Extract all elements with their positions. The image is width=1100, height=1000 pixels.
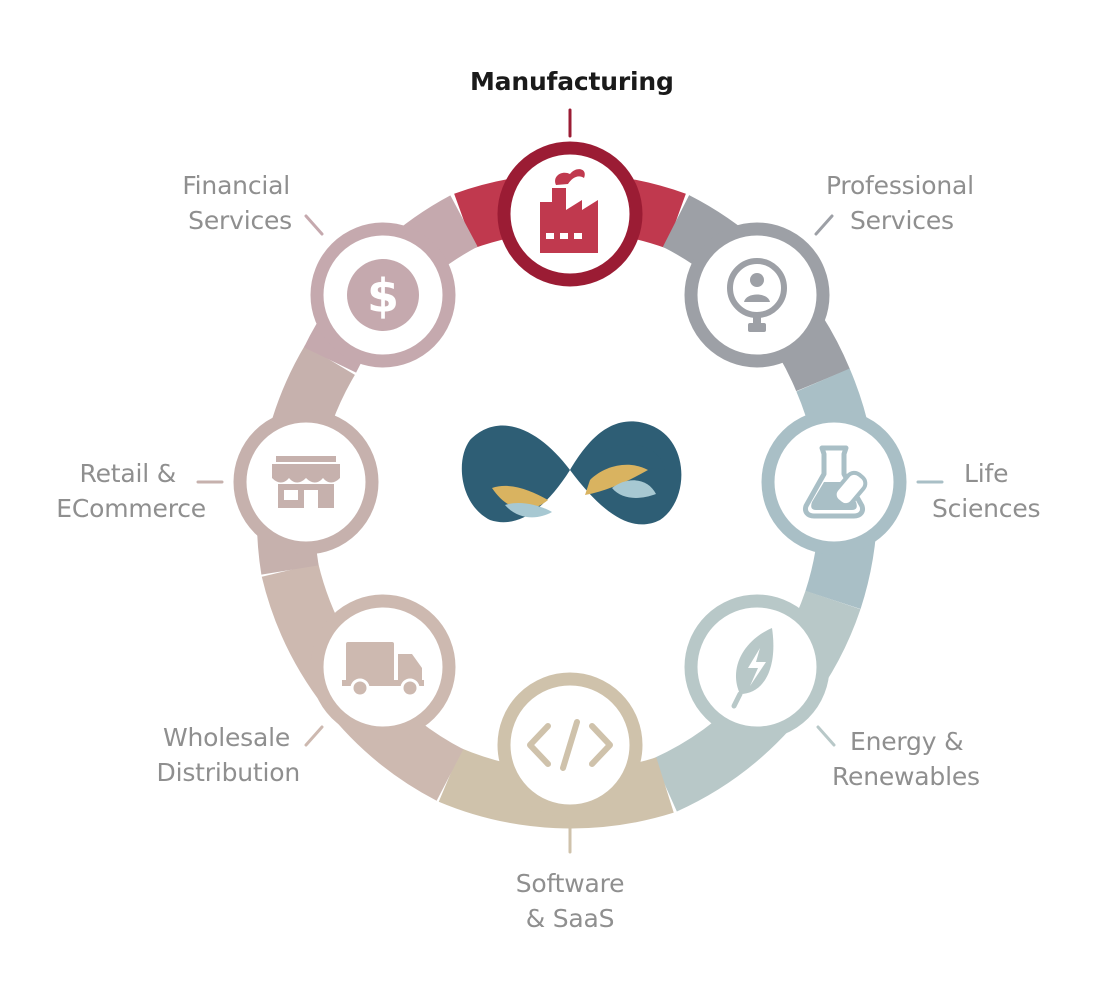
storefront-icon (272, 456, 340, 508)
code-icon (527, 719, 613, 771)
dollar-icon: $ (347, 259, 419, 331)
connector-wholesale (304, 725, 324, 747)
factory-icon (540, 169, 598, 253)
label-manufacturing[interactable]: Manufacturing (470, 67, 674, 96)
node-retail-ecommerce[interactable] (233, 409, 379, 555)
consultant-icon (727, 258, 787, 332)
leaf-bolt-icon (731, 628, 774, 709)
label-financial-services[interactable]: Financial Services (182, 171, 292, 235)
connector-financial (304, 214, 324, 236)
flask-icon (803, 445, 868, 519)
connector-professional (814, 214, 834, 236)
svg-text:$: $ (367, 269, 399, 323)
label-retail-ecommerce[interactable]: Retail & ECommerce (56, 459, 206, 523)
label-life-sciences[interactable]: Life Sciences (932, 459, 1041, 523)
truck-icon (342, 642, 424, 698)
label-energy-renewables[interactable]: Energy & Renewables (832, 727, 980, 791)
center-logo (461, 421, 682, 525)
label-wholesale-distribution[interactable]: Wholesale Distribution (156, 723, 301, 787)
label-software-saas[interactable]: Software & SaaS (515, 869, 625, 933)
connector-lines (196, 108, 944, 854)
label-professional-services[interactable]: Professional Services (826, 171, 974, 235)
connector-energy (816, 725, 836, 747)
